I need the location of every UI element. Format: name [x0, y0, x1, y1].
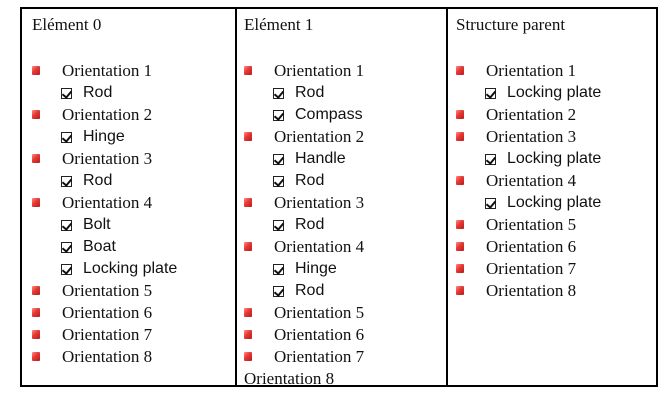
red-bullet-icon [32, 330, 40, 339]
checkbox-checked-icon [273, 176, 284, 187]
orientation-label: Orientation 1 [62, 61, 153, 80]
column-header: Elément 1 [244, 15, 314, 34]
red-bullet-icon [456, 132, 464, 141]
red-bullet-icon [244, 352, 252, 361]
orientation-label: Orientation 4 [62, 193, 153, 212]
part-label: Boat [83, 238, 116, 255]
orientation-label: Orientation 2 [62, 105, 153, 124]
part-label: Locking plate [507, 150, 602, 167]
red-bullet-icon [244, 308, 252, 317]
orientation-label: Orientation 8 [244, 369, 335, 388]
column-header: Elément 0 [32, 15, 102, 34]
orientation-label: Orientation 7 [62, 325, 153, 344]
red-bullet-icon [456, 242, 464, 251]
red-bullet-icon [32, 66, 40, 75]
red-bullet-icon [456, 176, 464, 185]
red-bullet-icon [244, 66, 252, 75]
orientation-label: Orientation 1 [486, 61, 577, 80]
checkbox-checked-icon [485, 88, 496, 99]
red-bullet-icon [32, 286, 40, 295]
part-label: Bolt [83, 216, 111, 233]
part-label: Rod [83, 84, 113, 101]
red-bullet-icon [244, 132, 252, 141]
orientation-label: Orientation 5 [274, 303, 365, 322]
red-bullet-icon [456, 264, 464, 273]
red-bullet-icon [32, 110, 40, 119]
part-label: Locking plate [507, 84, 602, 101]
red-bullet-icon [244, 198, 252, 207]
part-label: Hinge [295, 260, 337, 277]
checkbox-checked-icon [61, 176, 72, 187]
orientation-label: Orientation 4 [486, 171, 577, 190]
checkbox-checked-icon [485, 198, 496, 209]
checkbox-checked-icon [273, 110, 284, 121]
red-bullet-icon [244, 330, 252, 339]
red-bullet-icon [456, 110, 464, 119]
orientation-label: Orientation 3 [62, 149, 153, 168]
checkbox-checked-icon [273, 220, 284, 231]
part-label: Locking plate [83, 260, 178, 277]
orientation-label: Orientation 5 [62, 281, 153, 300]
checkbox-checked-icon [273, 154, 284, 165]
orientation-label: Orientation 6 [486, 237, 577, 256]
part-label: Rod [83, 172, 113, 189]
orientation-label: Orientation 7 [486, 259, 577, 278]
column-header: Structure parent [456, 15, 566, 34]
orientation-label: Orientation 2 [486, 105, 577, 124]
part-label: Hinge [83, 128, 125, 145]
orientation-label: Orientation 7 [274, 347, 365, 366]
orientation-label: Orientation 8 [486, 281, 577, 300]
checkbox-checked-icon [273, 88, 284, 99]
part-label: Compass [295, 106, 363, 123]
orientation-label: Orientation 6 [274, 325, 365, 344]
part-label: Rod [295, 282, 325, 299]
red-bullet-icon [32, 352, 40, 361]
red-bullet-icon [456, 66, 464, 75]
orientation-label: Orientation 4 [274, 237, 365, 256]
checkbox-checked-icon [61, 264, 72, 275]
orientation-label: Orientation 2 [274, 127, 365, 146]
red-bullet-icon [244, 242, 252, 251]
red-bullet-icon [456, 286, 464, 295]
orientation-label: Orientation 6 [62, 303, 153, 322]
checkbox-checked-icon [61, 242, 72, 253]
orientation-label: Orientation 5 [486, 215, 577, 234]
orientation-label: Orientation 3 [274, 193, 365, 212]
checkbox-checked-icon [273, 286, 284, 297]
checkbox-checked-icon [273, 264, 284, 275]
checkbox-checked-icon [61, 88, 72, 99]
part-label: Handle [295, 150, 346, 167]
red-bullet-icon [32, 198, 40, 207]
checkbox-checked-icon [485, 154, 496, 165]
orientation-label: Orientation 1 [274, 61, 365, 80]
red-bullet-icon [456, 220, 464, 229]
orientation-label: Orientation 8 [62, 347, 153, 366]
checkbox-checked-icon [61, 220, 72, 231]
part-label: Locking plate [507, 194, 602, 211]
part-label: Rod [295, 172, 325, 189]
column-divider [446, 9, 448, 385]
part-label: Rod [295, 84, 325, 101]
red-bullet-icon [32, 154, 40, 163]
checkbox-checked-icon [61, 132, 72, 143]
red-bullet-icon [32, 308, 40, 317]
column-divider [235, 9, 237, 385]
part-label: Rod [295, 216, 325, 233]
orientation-label: Orientation 3 [486, 127, 577, 146]
